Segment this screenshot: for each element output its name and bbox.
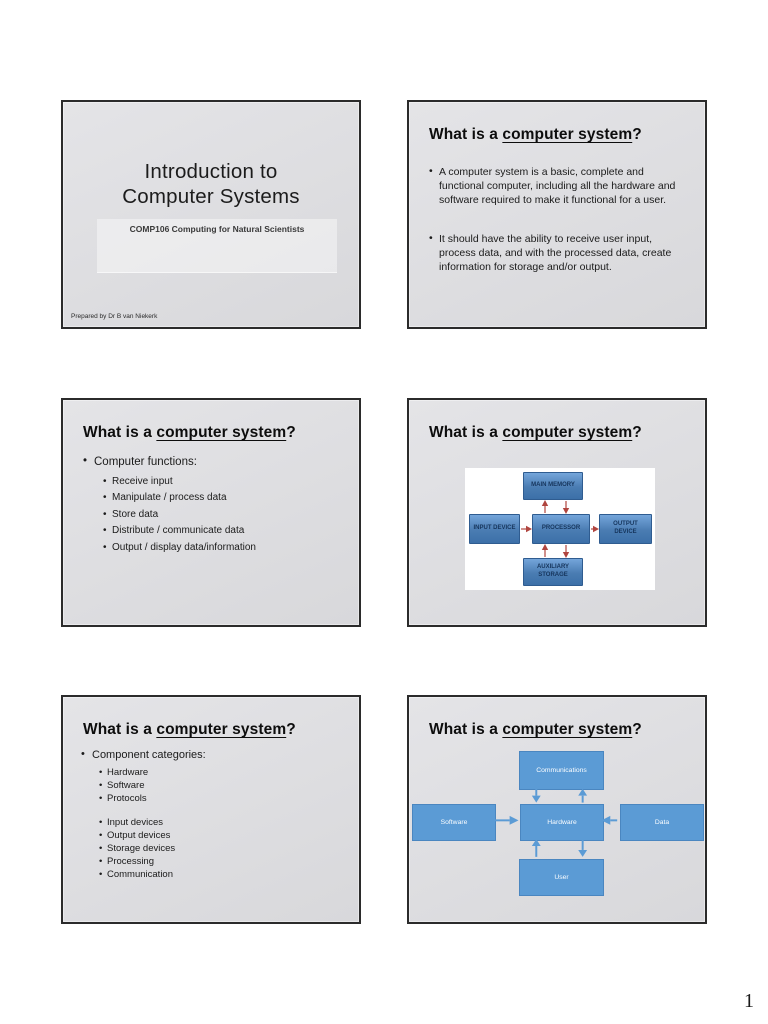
sub-bullet: Processing xyxy=(99,855,359,868)
slide-title-underlined: computer system xyxy=(502,721,633,738)
diagram-box-data: Data xyxy=(620,804,704,841)
sub-bullet: Protocols xyxy=(99,792,359,805)
sub-bullet: Output devices xyxy=(99,829,359,842)
slide-title-underlined: computer system xyxy=(156,721,287,738)
bullet-group-spacer xyxy=(63,805,359,816)
diagram-box-auxiliary-storage: AUXILIARY STORAGE xyxy=(523,558,583,586)
arrow-down-to-processor xyxy=(562,501,570,514)
bullet-item: A computer system is a basic, complete a… xyxy=(429,164,679,208)
slide-title-prefix: What is a xyxy=(83,424,157,441)
slide-5-components: What is a computer system? Component cat… xyxy=(61,695,361,924)
sub-bullet: Manipulate / process data xyxy=(103,490,359,507)
slide-title-suffix: ? xyxy=(632,721,642,738)
arrow-communications-to-hardware xyxy=(531,788,541,803)
bullet-list: A computer system is a basic, complete a… xyxy=(429,164,691,275)
arrow-up-to-processor xyxy=(541,544,549,557)
arrow-software-to-hardware xyxy=(494,815,519,825)
diagram-box-communications: Communications xyxy=(519,751,604,790)
slide-title-underlined: computer system xyxy=(502,424,633,441)
diagram-box-user: User xyxy=(519,859,604,896)
arrow-hardware-to-communications xyxy=(578,788,588,803)
diagram-box-software: Software xyxy=(412,804,496,841)
presentation-title: Introduction to Computer Systems xyxy=(63,159,359,210)
slide-2-definition: What is a computer system? A computer sy… xyxy=(407,100,707,329)
sub-bullet: Store data xyxy=(103,507,359,524)
slide-6-system-diagram: What is a computer system? Communication… xyxy=(407,695,707,924)
presentation-title-line1: Introduction to xyxy=(144,160,278,183)
slide-title: What is a computer system? xyxy=(429,126,689,145)
slide-title-underlined: computer system xyxy=(502,126,633,143)
hardware-diagram-panel: MAIN MEMORY INPUT DEVICE PROCESSOR OUTPU… xyxy=(465,468,655,590)
sub-bullet: Output / display data/information xyxy=(103,540,359,557)
slide-title-suffix: ? xyxy=(632,424,642,441)
slide-3-functions: What is a computer system? Computer func… xyxy=(61,398,361,627)
arrow-processor-to-output xyxy=(591,525,599,533)
slide-title: What is a computer system? xyxy=(83,424,343,443)
slide-title: What is a computer system? xyxy=(83,721,343,740)
presentation-title-line2: Computer Systems xyxy=(122,185,300,209)
sub-bullet: Receive input xyxy=(103,474,359,491)
bullet-item: It should have the ability to receive us… xyxy=(429,231,679,275)
arrow-user-to-hardware xyxy=(531,839,541,857)
sub-bullet: Distribute / communicate data xyxy=(103,523,359,540)
diagram-box-hardware: Hardware xyxy=(520,804,604,841)
slide-4-hardware-diagram: What is a computer system? MAIN MEMORY I… xyxy=(407,398,707,627)
presentation-subtitle: COMP106 Computing for Natural Scientists xyxy=(129,224,305,234)
slide-title: What is a computer system? xyxy=(429,424,689,443)
lead-bullet: Component categories: xyxy=(81,748,359,761)
sub-bullet: Hardware xyxy=(99,766,359,779)
arrow-down-to-auxiliary-storage xyxy=(562,545,570,558)
slide-footer-credit: Prepared by Dr B van Niekerk xyxy=(71,313,158,320)
arrow-input-to-processor xyxy=(521,525,532,533)
arrow-up-to-main-memory xyxy=(541,500,549,513)
arrow-hardware-to-user xyxy=(578,839,588,857)
sub-bullet: Communication xyxy=(99,868,359,881)
slide-title-underlined: computer system xyxy=(156,424,287,441)
page-number: 1 xyxy=(744,990,754,1012)
slide-title-prefix: What is a xyxy=(83,721,157,738)
slide-title-suffix: ? xyxy=(632,126,642,143)
slide-1-title-slide: Introduction to Computer Systems COMP106… xyxy=(61,100,361,329)
sub-bullet: Software xyxy=(99,779,359,792)
subtitle-band: COMP106 Computing for Natural Scientists xyxy=(97,219,337,273)
diagram-box-processor: PROCESSOR xyxy=(532,514,590,544)
slide-title-prefix: What is a xyxy=(429,126,503,143)
slide-title: What is a computer system? xyxy=(429,721,689,740)
slide-title-prefix: What is a xyxy=(429,721,503,738)
sub-bullet: Storage devices xyxy=(99,842,359,855)
lead-bullet: Computer functions: xyxy=(83,455,359,468)
diagram-box-output-device: OUTPUT DEVICE xyxy=(599,514,652,544)
sub-bullet: Input devices xyxy=(99,816,359,829)
slide-title-suffix: ? xyxy=(286,424,296,441)
diagram-box-main-memory: MAIN MEMORY xyxy=(523,472,583,500)
diagram-box-input-device: INPUT DEVICE xyxy=(469,514,520,544)
slide-title-suffix: ? xyxy=(286,721,296,738)
slide-title-prefix: What is a xyxy=(429,424,503,441)
